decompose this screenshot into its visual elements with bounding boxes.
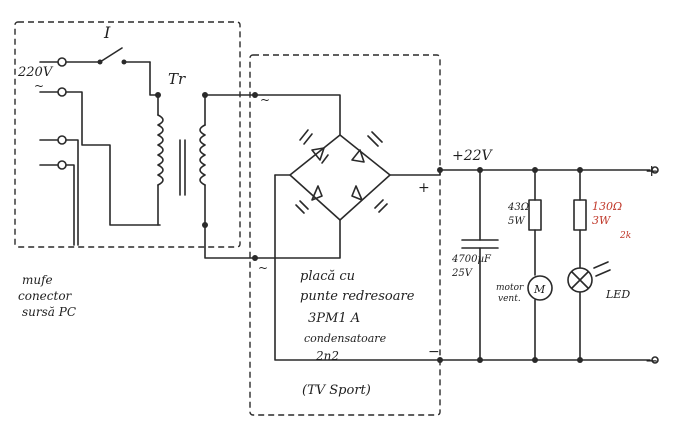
- label-motor-1: motor: [496, 283, 524, 293]
- label-connector-1: mufe: [22, 273, 53, 287]
- wire-dc-minus: [274, 174, 651, 361]
- label-connector-3: sursă PC: [22, 305, 76, 319]
- label-board-1: placă cu: [300, 269, 355, 284]
- wire-connector-b: [65, 164, 75, 246]
- label-motor-symbol: M: [533, 283, 546, 296]
- led-branch: [567, 169, 611, 361]
- label-bridge-plus: +: [418, 180, 430, 196]
- label-mains-ac: ~: [34, 79, 44, 93]
- terminal-plus: [651, 166, 659, 174]
- capacitor-4700uF: [461, 169, 499, 361]
- label-capacitor: 4700µF: [451, 254, 492, 265]
- wire-switch-out: [149, 61, 159, 96]
- label-resistor-motor-power: 5W: [508, 216, 525, 227]
- label-source: (TV Sport): [302, 383, 371, 398]
- label-bridge-minus: −: [428, 344, 440, 360]
- wire-secondary-top: [204, 94, 341, 136]
- label-resistor-led: 130Ω: [592, 200, 622, 213]
- label-out-minus: −: [645, 351, 658, 370]
- wire-dc-plus: [389, 169, 651, 176]
- label-board-3: 3PM1 A: [308, 311, 360, 326]
- bridge-rectifier: [289, 129, 391, 221]
- transformer: [157, 92, 208, 228]
- label-resistor-motor: 43Ω: [507, 202, 529, 213]
- wire-secondary-bottom: [204, 219, 341, 259]
- label-mains: 220V: [17, 65, 54, 80]
- label-capacitor-voltage: 25V: [451, 268, 474, 279]
- motor-branch: [527, 169, 553, 361]
- wire-connector-a: [65, 139, 79, 246]
- label-board-2: punte redresoare: [300, 289, 415, 304]
- wire-mains-return: [65, 91, 161, 226]
- enclosure-board: [249, 54, 441, 416]
- terminal-minus: [651, 356, 659, 364]
- label-motor-2: vent.: [498, 294, 521, 304]
- label-out-plus: +: [645, 161, 658, 180]
- label-transformer: Tr: [168, 70, 186, 88]
- enclosure-left: [14, 21, 241, 248]
- label-ac-top: ~: [260, 93, 270, 107]
- label-resistor-led-power: 3W: [592, 214, 612, 227]
- label-switch: I: [103, 23, 111, 42]
- label-resistor-led-alt: 2k: [619, 231, 631, 241]
- switch: [65, 47, 151, 65]
- label-ac-bottom: ~: [258, 261, 268, 275]
- label-board-4: condensatoare: [304, 332, 387, 345]
- label-voltage: +22V: [452, 148, 494, 164]
- label-board-5: 2n2: [315, 349, 339, 363]
- label-led: LED: [605, 288, 630, 301]
- label-connector-2: conector: [18, 289, 73, 303]
